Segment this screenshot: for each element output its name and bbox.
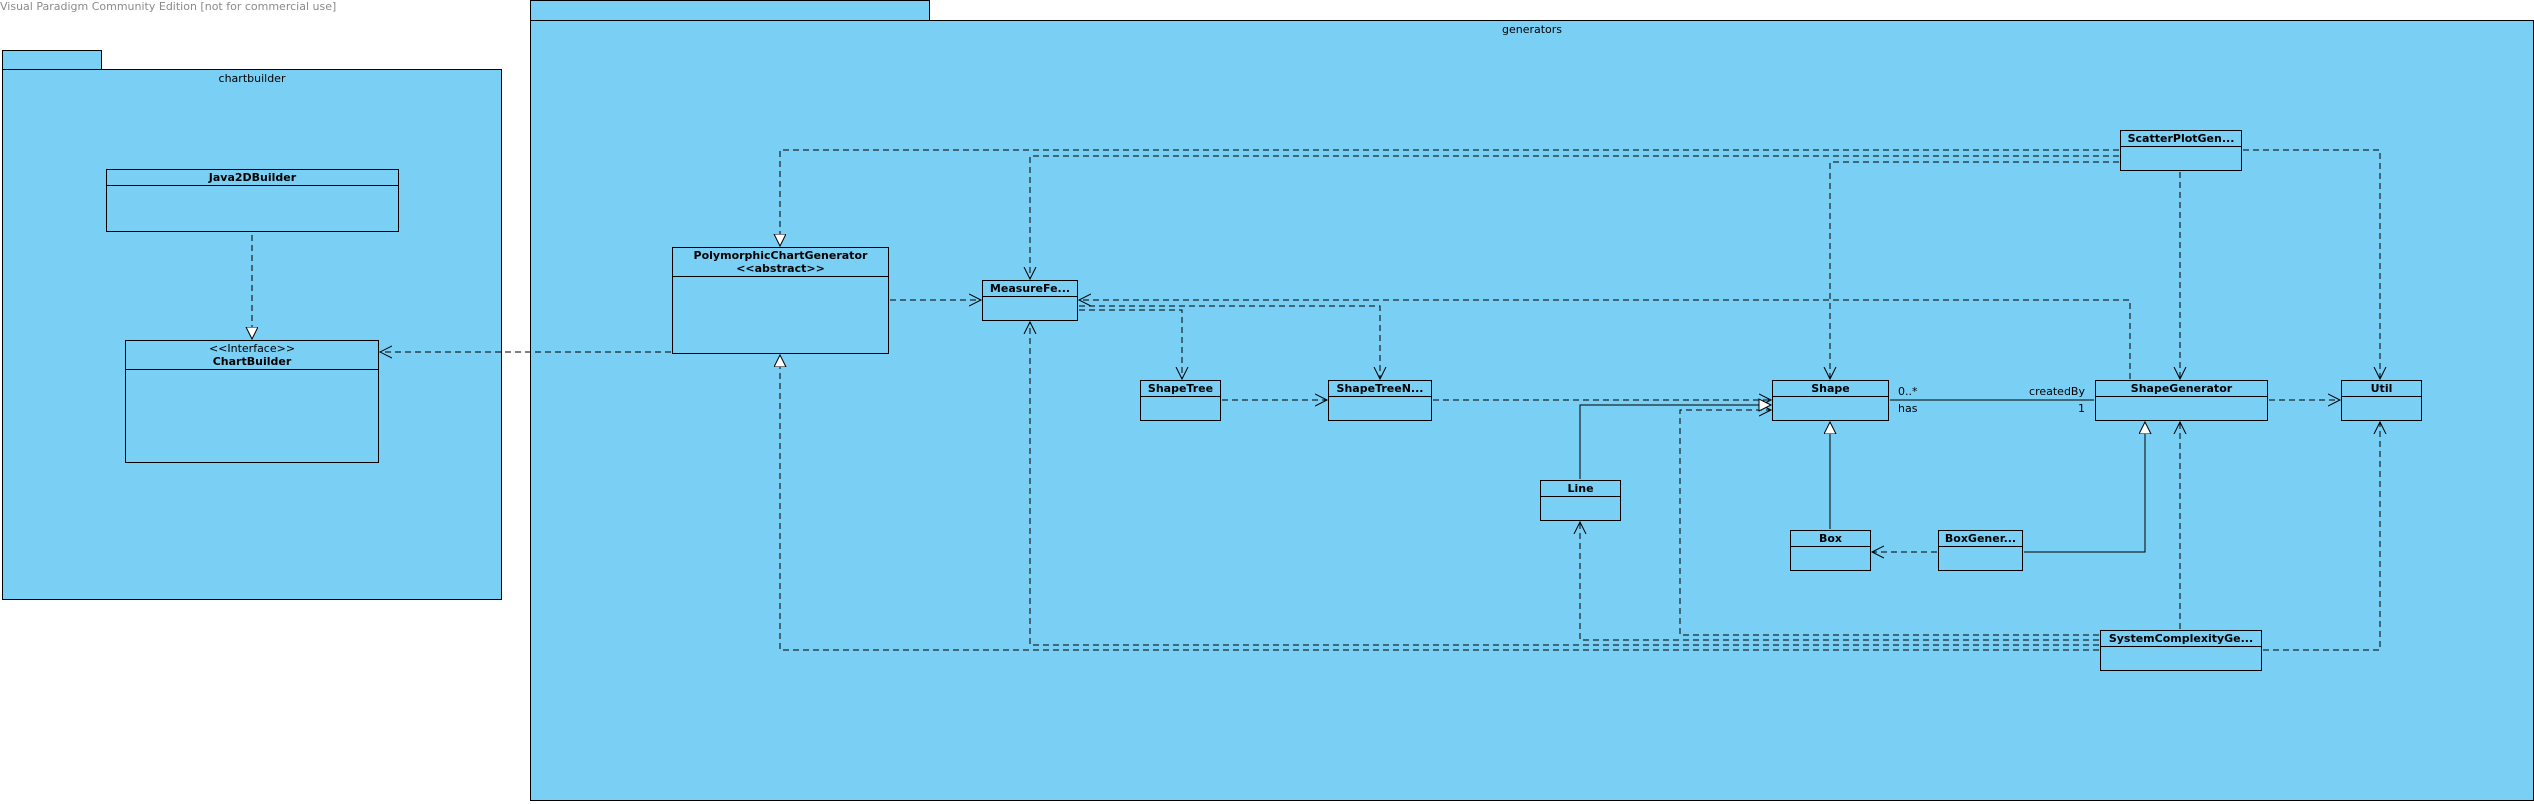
- class-shapetree[interactable]: ShapeTree: [1140, 380, 1221, 421]
- class-name: MeasureFe...: [989, 282, 1071, 295]
- class-name: Util: [2370, 382, 2393, 395]
- package-name-generators: generators: [1501, 23, 1563, 36]
- class-scatterplotgen[interactable]: ScatterPlotGen...: [2120, 130, 2242, 171]
- class-name: ShapeGenerator: [2130, 382, 2233, 395]
- class-measurefe[interactable]: MeasureFe...: [982, 280, 1078, 321]
- class-name: BoxGener...: [1944, 532, 2017, 545]
- class-chartbuilder-interface[interactable]: <<Interface>> ChartBuilder: [125, 340, 379, 463]
- class-name: Box: [1818, 532, 1843, 545]
- class-stereotype: <<Interface>>: [208, 342, 296, 355]
- package-tab-chartbuilder: [2, 50, 102, 70]
- class-stereotype: <<abstract>>: [736, 262, 825, 275]
- package-tab-generators: [530, 0, 930, 21]
- class-name: ShapeTreeN...: [1336, 382, 1424, 395]
- class-shapegenerator[interactable]: ShapeGenerator: [2095, 380, 2268, 421]
- class-boxgener[interactable]: BoxGener...: [1938, 530, 2023, 571]
- class-shape[interactable]: Shape: [1772, 380, 1889, 421]
- class-box[interactable]: Box: [1790, 530, 1871, 571]
- class-name: ChartBuilder: [212, 355, 292, 368]
- class-java2dbuilder[interactable]: Java2DBuilder: [106, 169, 399, 232]
- class-name: ScatterPlotGen...: [2127, 132, 2235, 145]
- class-line[interactable]: Line: [1540, 480, 1621, 521]
- class-shapetreen[interactable]: ShapeTreeN...: [1328, 380, 1432, 421]
- class-polymorphic-chart-generator[interactable]: PolymorphicChartGenerator <<abstract>>: [672, 247, 889, 354]
- class-name: Shape: [1811, 382, 1850, 395]
- package-name-chartbuilder: chartbuilder: [218, 72, 286, 85]
- class-name: ShapeTree: [1147, 382, 1214, 395]
- class-name: PolymorphicChartGenerator: [693, 249, 868, 262]
- class-name: SystemComplexityGe...: [2108, 632, 2254, 645]
- class-util[interactable]: Util: [2341, 380, 2422, 421]
- class-systemcomplexitygen[interactable]: SystemComplexityGe...: [2100, 630, 2262, 671]
- watermark-text: Visual Paradigm Community Edition [not f…: [0, 0, 337, 13]
- class-name: Java2DBuilder: [208, 171, 297, 184]
- package-chartbuilder[interactable]: chartbuilder: [2, 69, 502, 600]
- class-name: Line: [1567, 482, 1594, 495]
